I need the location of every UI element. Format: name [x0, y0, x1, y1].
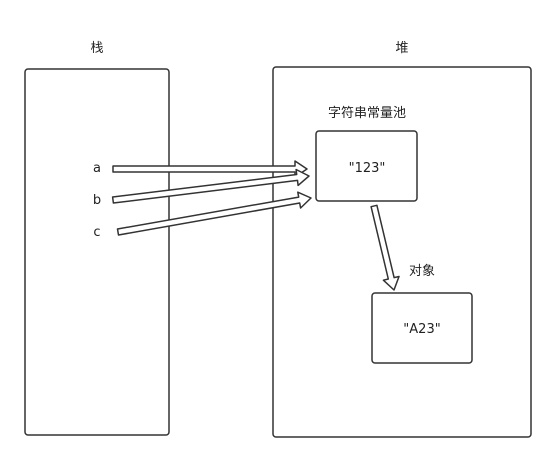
stack-var-c: c: [93, 225, 100, 240]
object-label: 对象: [409, 264, 435, 279]
arrow-b-to-pool: [111, 168, 310, 204]
stack-label: 栈: [90, 41, 103, 56]
stack-var-b: b: [93, 193, 101, 208]
heap-box: [272, 66, 532, 438]
object-value: "A23": [403, 322, 440, 337]
heap-label: 堆: [395, 41, 408, 56]
string-pool-label: 字符串常量池: [328, 105, 406, 121]
string-pool-value: "123": [349, 161, 386, 176]
stack-var-a: a: [93, 161, 101, 176]
arrow-a-to-pool: [112, 160, 308, 178]
arrow-pool-to-object: [370, 204, 400, 291]
stack-box: [24, 68, 170, 436]
arrow-c-to-pool: [116, 191, 312, 236]
string-pool-box: [315, 130, 418, 202]
object-box: [371, 292, 473, 364]
